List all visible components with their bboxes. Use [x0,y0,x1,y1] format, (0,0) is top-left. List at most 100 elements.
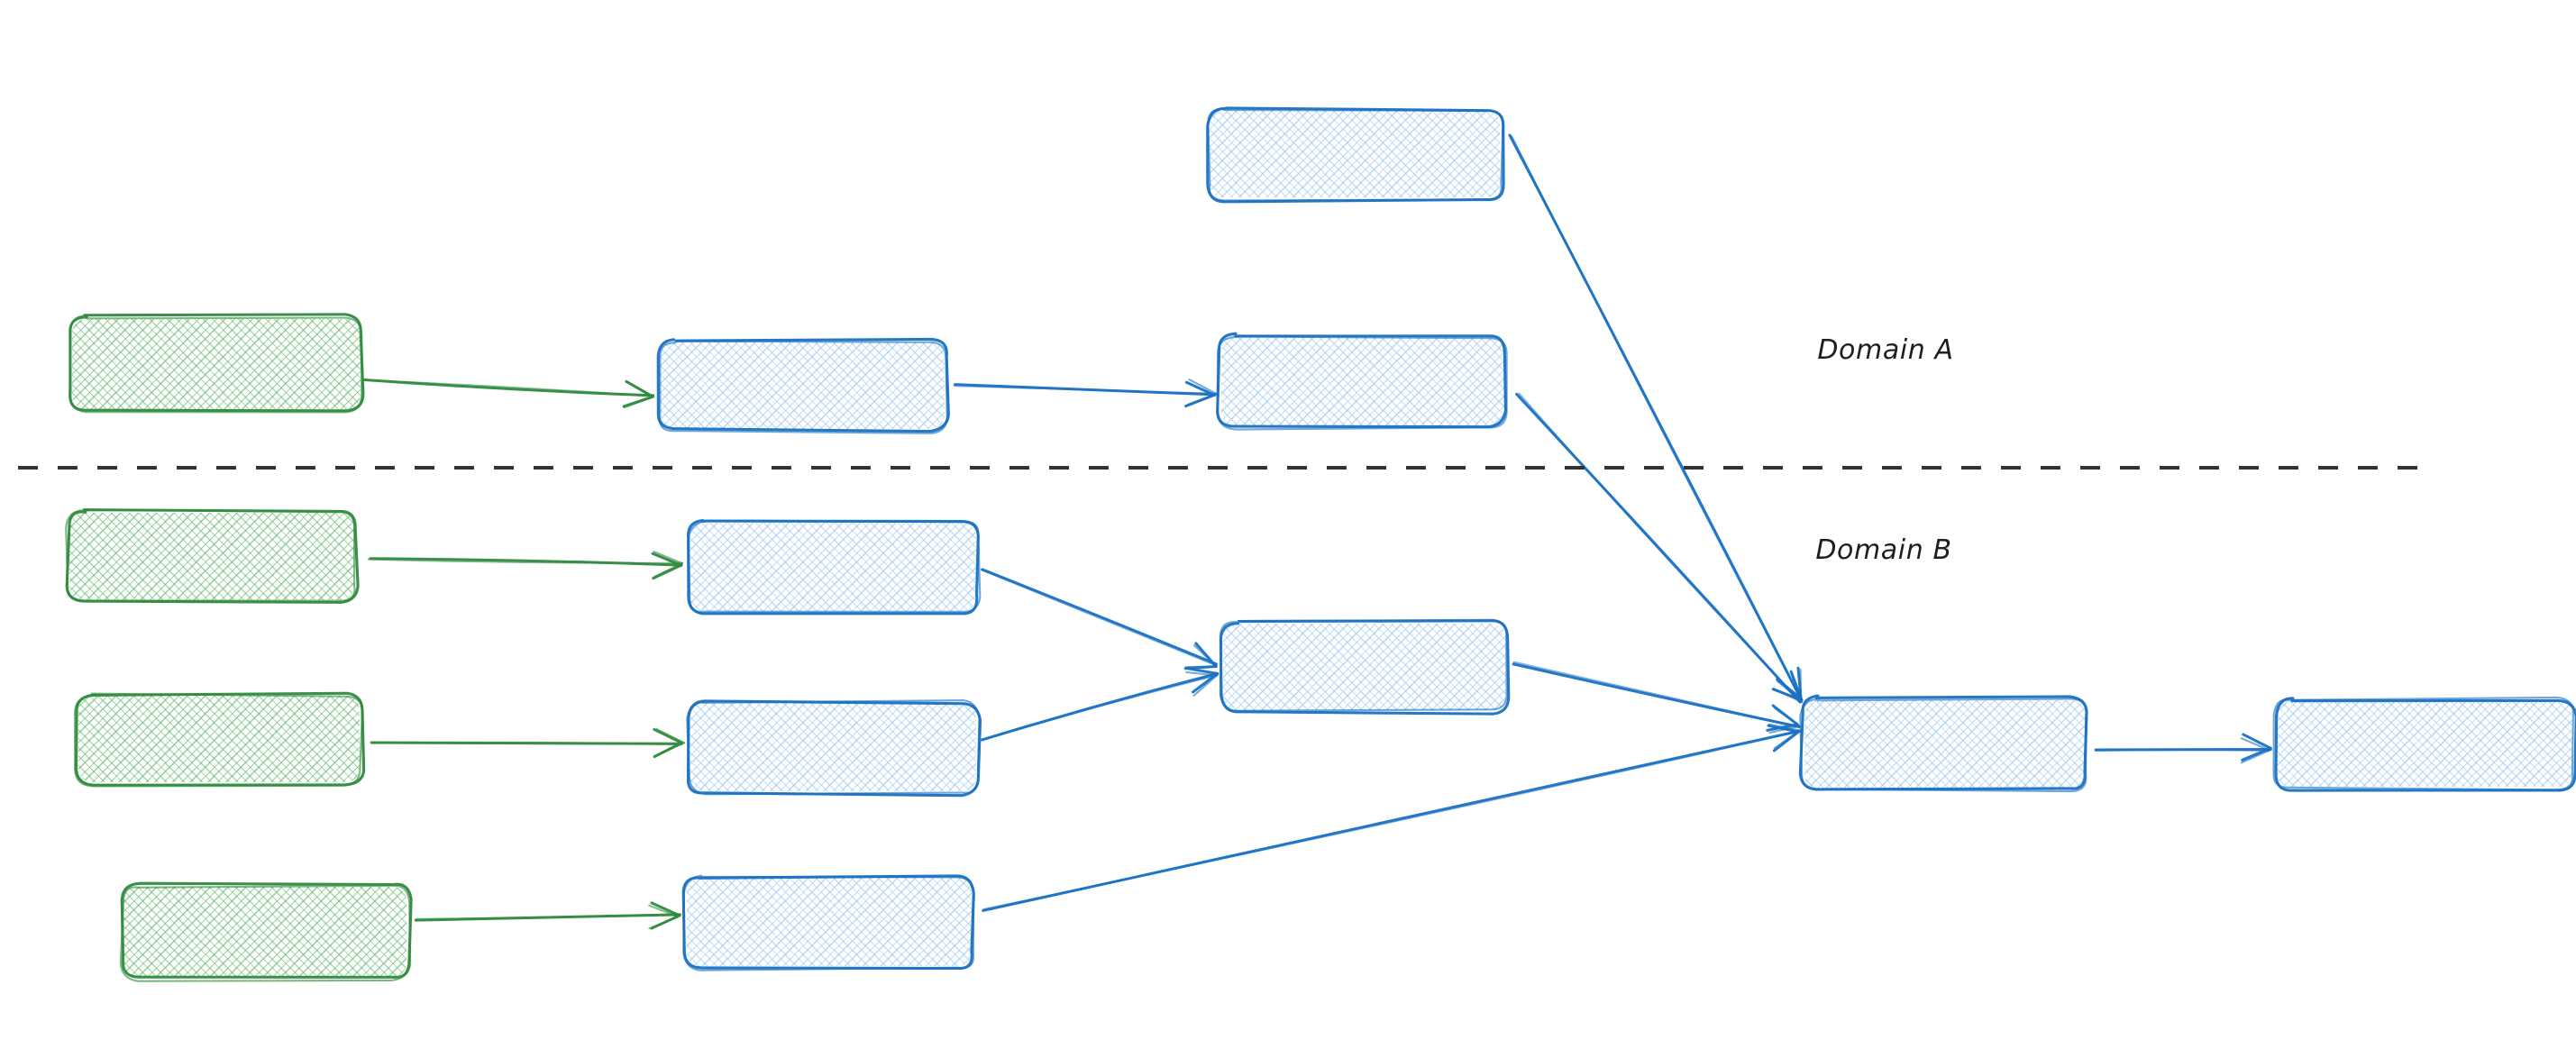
edge-e11[interactable] [982,723,1802,912]
arrowhead-stroke [650,901,681,917]
arrowhead-icon [2240,733,2272,764]
edge-stroke [982,674,1219,742]
edge-e10[interactable] [1512,661,1801,734]
arrowhead-icon [622,379,654,409]
node-outline [1219,618,1508,712]
arrowhead-stroke [1185,667,1219,675]
node-g3[interactable] [73,691,366,788]
node-fill-hatch-b [690,523,976,611]
edge-stroke [415,913,682,920]
node-fill-hatch-b [1210,110,1500,197]
arrowhead-stroke [1768,723,1801,732]
node-outline [1207,107,1504,202]
edge-stroke [367,558,684,564]
arrowhead-stroke [1184,665,1218,669]
label-domain-a: Domain A [1817,334,1953,366]
arrowhead-stroke [648,916,679,930]
node-b5[interactable] [681,874,975,971]
node-outline [120,881,413,979]
edge-e9[interactable] [980,667,1219,742]
edge-e1[interactable] [363,379,655,409]
node-b6[interactable] [1219,618,1511,716]
node-b4[interactable] [686,699,982,798]
node-b0[interactable] [1206,106,1505,204]
node-g4[interactable] [119,881,413,982]
node-hub[interactable] [1798,694,2088,793]
edge-stroke [981,568,1218,666]
arrowhead-stroke [623,396,654,409]
edge-e7[interactable] [414,901,682,930]
arrowhead-stroke [1185,670,1219,677]
arrowhead-stroke [653,727,683,744]
node-g1[interactable] [69,313,365,414]
node-b2[interactable] [1216,332,1508,431]
edge-e2[interactable] [953,379,1218,408]
arrowhead-icon [651,551,683,580]
node-outline [1799,698,2087,793]
edge-stroke [980,569,1218,667]
edge-e3[interactable] [1508,133,1804,702]
arrowhead-stroke [1773,729,1801,750]
node-fill-hatch-b [78,696,360,782]
arrowhead-stroke [653,551,683,565]
node-layer [65,106,2576,982]
node-fill-hatch-b [123,887,406,977]
node-g2[interactable] [65,508,360,604]
arrowhead-stroke [653,562,683,578]
arrowhead-stroke [1192,674,1219,697]
node-outline [687,518,980,616]
arrowhead-stroke [1774,707,1801,727]
node-outline [656,337,950,433]
node-outline [69,315,363,414]
arrowhead-stroke [625,380,654,398]
node-fill-hatch-b [1221,338,1504,426]
arrowhead-stroke [2240,737,2271,752]
arrowhead-icon [653,727,686,759]
node-outline [1216,335,1508,431]
edge-e8[interactable] [980,568,1218,670]
arrowhead-stroke [655,727,686,744]
edge-layer [363,133,2272,930]
node-outline [658,340,948,434]
node-fill-hatch-b [1804,700,2086,789]
edge-e12[interactable] [2094,733,2272,764]
node-b8[interactable] [2272,696,2576,792]
node-outline [65,508,356,602]
node-outline [686,699,981,796]
edge-stroke [982,730,1801,911]
node-fill-hatch-b [69,513,354,600]
edge-stroke [1512,661,1801,728]
arrowhead-icon [1771,670,1804,704]
edge-e4[interactable] [1515,392,1804,704]
arrowhead-stroke [1790,672,1803,704]
node-b3[interactable] [687,518,982,616]
node-fill-hatch-b [687,878,972,966]
arrowhead-stroke [655,742,686,757]
arrowhead-icon [648,901,681,930]
edge-stroke [953,385,1217,395]
arrowhead-stroke [1767,724,1800,734]
node-fill-hatch-b [2277,700,2572,787]
arrowhead-icon [1185,667,1219,697]
edge-e6[interactable] [370,727,686,759]
arrowhead-stroke [1773,688,1803,704]
arrowhead-stroke [2240,749,2271,764]
node-fill-hatch-b [660,342,945,429]
node-b1[interactable] [656,337,950,434]
arrowhead-stroke [1184,380,1216,397]
node-fill-hatch-b [690,703,976,791]
edge-e5[interactable] [367,551,684,580]
edge-stroke [1511,135,1803,701]
node-fill-hatch-b [1223,624,1506,710]
arrowhead-icon [1184,379,1218,408]
node-outline [119,884,412,982]
arrowhead-stroke [1192,643,1218,668]
edge-stroke [1518,392,1801,702]
arrowhead-stroke [1188,379,1218,395]
arrowhead-stroke [2241,746,2272,762]
node-outline [682,874,975,971]
arrowhead-stroke [648,904,679,918]
